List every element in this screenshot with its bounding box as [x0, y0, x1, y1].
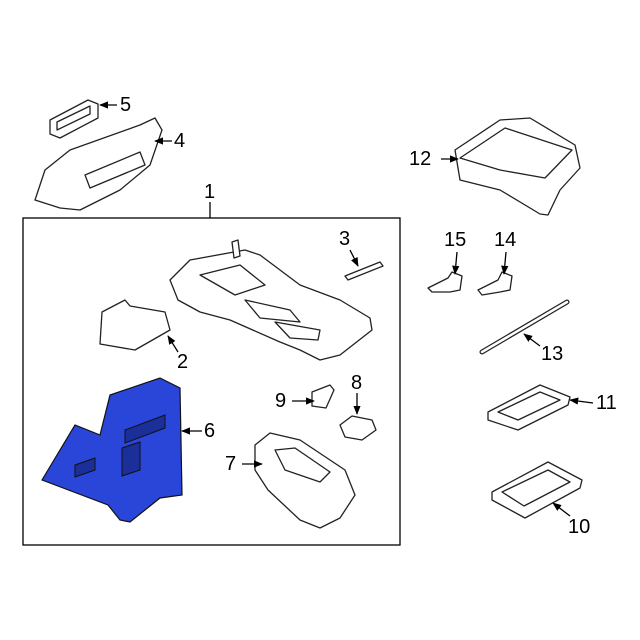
leader-arrows — [99, 101, 594, 517]
part-9[interactable] — [311, 384, 335, 409]
callout-10: 10 — [568, 516, 591, 538]
part-console-base[interactable] — [169, 239, 373, 361]
callout-12: 12 — [409, 148, 432, 170]
callout-15: 15 — [444, 229, 467, 251]
part-6-highlighted[interactable] — [41, 377, 183, 523]
callout-13: 13 — [541, 343, 564, 365]
part-15[interactable] — [427, 271, 463, 293]
callout-14: 14 — [494, 229, 517, 251]
part-5[interactable] — [49, 99, 99, 139]
part-4[interactable] — [34, 117, 163, 211]
callout-5: 5 — [120, 94, 132, 116]
callout-8: 8 — [351, 372, 363, 394]
part-2[interactable] — [99, 299, 171, 351]
part-11[interactable] — [487, 384, 571, 431]
assembly-box — [22, 217, 401, 546]
callout-7: 7 — [225, 453, 237, 475]
part-10[interactable] — [491, 461, 583, 519]
callout-1: 1 — [204, 181, 216, 203]
part-8[interactable] — [339, 415, 377, 441]
callout-2: 2 — [177, 351, 189, 373]
part-12[interactable] — [454, 117, 581, 216]
callout-9: 9 — [275, 390, 287, 412]
part-14[interactable] — [477, 271, 513, 296]
callout-3: 3 — [339, 228, 351, 250]
callout-6: 6 — [204, 420, 216, 442]
part-7[interactable] — [254, 432, 356, 529]
part-3[interactable] — [344, 261, 384, 281]
callout-4: 4 — [174, 130, 186, 152]
callout-11: 11 — [596, 392, 617, 414]
